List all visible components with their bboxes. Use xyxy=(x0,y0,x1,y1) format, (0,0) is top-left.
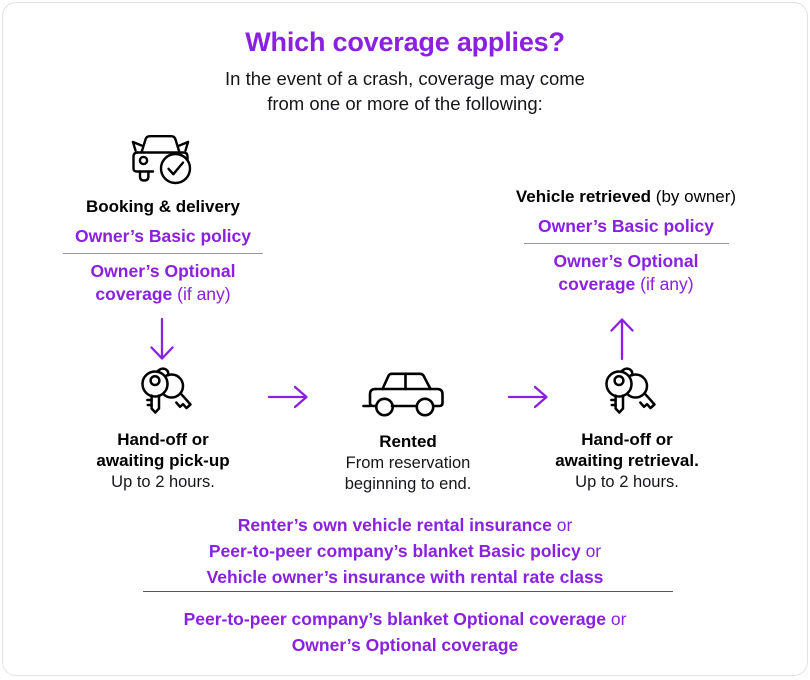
footer-primary-line-2-bold: Peer-to-peer company’s blanket Basic pol… xyxy=(208,541,581,561)
booking-divider xyxy=(63,253,263,254)
stage-booking-label-text: Booking & delivery xyxy=(86,197,240,216)
stage-handoff-retrieval: Hand-off or awaiting retrieval. Up to 2 … xyxy=(503,365,751,493)
car-check-icon-wrap xyxy=(31,129,295,187)
handoff-right-title-line-2: awaiting retrieval. xyxy=(555,451,699,470)
handoff-right-title: Hand-off or awaiting retrieval. xyxy=(503,429,751,471)
stage-booking-delivery: Booking & delivery Owner’s Basic policy … xyxy=(31,129,295,306)
subtitle-line-2: from one or more of the following: xyxy=(267,93,543,114)
rented-subtitle: From reservation beginning to end. xyxy=(309,453,507,495)
rented-subtitle-line-2: beginning to end. xyxy=(344,475,472,493)
handoff-right-subtitle: Up to 2 hours. xyxy=(575,473,679,491)
arrow-down-icon xyxy=(150,317,174,360)
booking-optional-line-1: Owner’s Optional xyxy=(90,261,236,281)
stage-retrieved-label-text: Vehicle retrieved xyxy=(515,187,652,206)
header: Which coverage applies? In the event of … xyxy=(3,25,807,116)
arrow-right-2-wrap xyxy=(506,380,550,419)
page-subtitle: In the event of a crash, coverage may co… xyxy=(3,66,807,116)
booking-optional-note: (if any) xyxy=(177,284,231,304)
booking-optional-line-2: coverage xyxy=(95,284,173,304)
arrow-right-icon xyxy=(507,385,548,409)
footer-primary-line: Peer-to-peer company’s blanket Basic pol… xyxy=(3,538,807,564)
car-check-icon xyxy=(131,135,192,185)
footer-primary-coverage: Renter’s own vehicle rental insurance or… xyxy=(3,512,807,590)
rented-subtitle-line-1: From reservation xyxy=(345,454,471,472)
keys-icon-wrap-right xyxy=(503,365,751,419)
footer-divider xyxy=(143,591,673,592)
keys-icon xyxy=(141,367,192,414)
keys-icon-wrap-left xyxy=(31,365,295,419)
footer-secondary-coverage: Peer-to-peer company’s blanket Optional … xyxy=(3,606,807,658)
footer-primary-line: Renter’s own vehicle rental insurance or xyxy=(3,512,807,538)
car-side-icon xyxy=(362,372,444,417)
footer-secondary-line: Peer-to-peer company’s blanket Optional … xyxy=(3,606,807,632)
stage-handoff-pickup: Hand-off or awaiting pick-up Up to 2 hou… xyxy=(31,365,295,493)
handoff-left-title: Hand-off or awaiting pick-up xyxy=(31,429,295,471)
car-side-icon-wrap xyxy=(309,369,507,419)
arrow-right-icon xyxy=(267,385,308,409)
footer-primary-line-3-bold: Vehicle owner’s insurance with rental ra… xyxy=(206,567,604,587)
arrow-down-wrap xyxy=(144,316,180,367)
footer-primary-line-2-tail: or xyxy=(580,541,602,561)
rented-title: Rented xyxy=(379,432,437,451)
footer-secondary-line: Owner’s Optional coverage xyxy=(3,632,807,658)
footer-primary-line: Vehicle owner’s insurance with rental ra… xyxy=(3,564,807,590)
stage-retrieved-label-suffix: (by owner) xyxy=(655,187,737,206)
retrieved-optional-policy: Owner’s Optional coverage (if any) xyxy=(493,250,759,296)
subtitle-line-1: In the event of a crash, coverage may co… xyxy=(225,68,585,89)
retrieved-optional-line-1: Owner’s Optional xyxy=(553,251,699,271)
arrow-right-1-wrap xyxy=(266,380,310,419)
retrieved-optional-note: (if any) xyxy=(640,274,694,294)
stage-retrieved-label: Vehicle retrieved (by owner) xyxy=(493,186,759,208)
handoff-left-subtitle: Up to 2 hours. xyxy=(111,473,215,491)
arrow-up-wrap xyxy=(604,316,640,367)
footer-primary-line-1-tail: or xyxy=(551,515,573,535)
handoff-right-title-line-1: Hand-off or xyxy=(581,430,673,449)
keys-icon xyxy=(605,367,656,414)
retrieved-divider xyxy=(523,243,729,244)
handoff-left-title-line-2: awaiting pick-up xyxy=(96,451,230,470)
handoff-left-title-line-1: Hand-off or xyxy=(117,430,209,449)
footer-secondary-line-2-bold: Owner’s Optional coverage xyxy=(291,635,519,655)
booking-basic-policy: Owner’s Basic policy xyxy=(74,226,252,246)
footer-secondary-line-1-tail: or xyxy=(605,609,627,629)
stage-booking-label: Booking & delivery xyxy=(31,196,295,218)
stage-rented: Rented From reservation beginning to end… xyxy=(309,369,507,495)
footer-secondary-line-1-bold: Peer-to-peer company’s blanket Optional … xyxy=(183,609,606,629)
page-title: Which coverage applies? xyxy=(245,27,565,57)
arrow-up-icon xyxy=(610,318,634,361)
footer-primary-line-1-bold: Renter’s own vehicle rental insurance xyxy=(237,515,552,535)
retrieved-basic-policy: Owner’s Basic policy xyxy=(537,216,715,236)
booking-optional-policy: Owner’s Optional coverage (if any) xyxy=(31,260,295,306)
stage-vehicle-retrieved: Vehicle retrieved (by owner) Owner’s Bas… xyxy=(493,186,759,296)
retrieved-optional-line-2: coverage xyxy=(558,274,636,294)
